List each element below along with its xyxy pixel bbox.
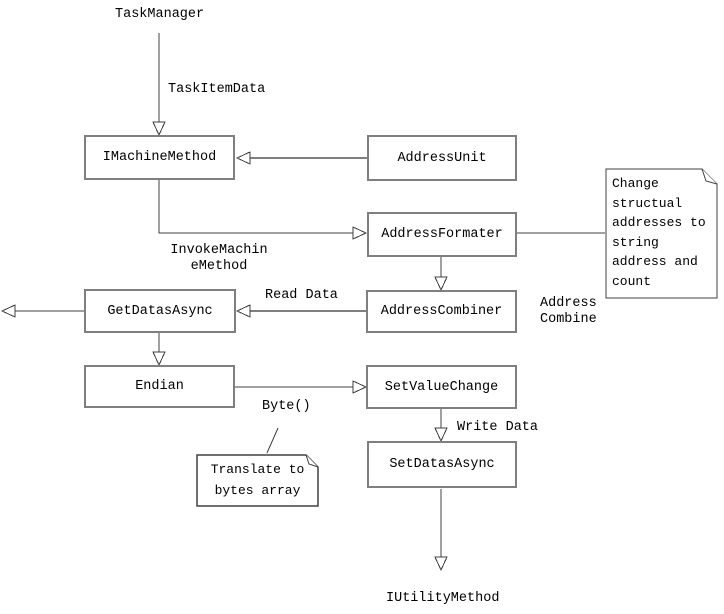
node-label: SetValueChange (384, 379, 499, 395)
arrow-down-icon (152, 351, 166, 367)
node-address-unit: AddressUnit (367, 135, 517, 181)
iutility-method-label: IUtilityMethod (386, 591, 500, 606)
address-combine-label: Address Combine (540, 296, 597, 327)
note-shape-icon (605, 168, 718, 299)
arrow-left-icon (235, 151, 251, 165)
node-address-formater: AddressFormater (367, 212, 517, 257)
node-label: GetDatasAsync (107, 303, 213, 319)
connector-addressunit-to-imachinemethod (235, 151, 367, 165)
connector-imachinemethod-to-addressformater (158, 180, 368, 240)
write-data-label: Write Data (457, 420, 539, 435)
connector-endian-to-setvaluechange (235, 380, 368, 394)
read-data-label: Read Data (265, 288, 338, 303)
node-label: AddressFormater (381, 227, 503, 242)
connector-setdatasasync-to-iutilitymethod (434, 489, 448, 572)
connector-addresscombiner-to-getdatasasync (235, 304, 366, 318)
arrow-right-icon (352, 380, 368, 394)
note-text: Translate to bytes array (210, 462, 305, 498)
node-address-combiner: AddressCombiner (366, 290, 517, 333)
connector-taskmanager-to-imachinemethod (152, 33, 166, 137)
node-label: SetDatasAsync (389, 457, 495, 472)
connector-note-to-byte (266, 427, 279, 454)
node-imachine-method: IMachineMethod (84, 135, 235, 180)
note-change-structual: Change structual addresses to string add… (605, 168, 718, 299)
arrow-down-icon (434, 427, 448, 443)
node-label: IMachineMethod (102, 150, 217, 165)
arrow-down-icon (152, 121, 166, 137)
connector-getdatasasync-to-endian (152, 333, 166, 367)
note-translate-bytes: Translate to bytes array (196, 454, 319, 507)
byte-label: Byte() (262, 399, 311, 414)
task-manager-label: TaskManager (115, 7, 205, 22)
arrow-left-icon (235, 304, 251, 318)
connector-getdatasasync-to-left (0, 304, 84, 318)
connector-setvaluechange-to-setdatasasync (434, 409, 448, 443)
note-text: Change structual addresses to string add… (612, 176, 706, 289)
connector-addressformater-to-addresscombiner (434, 257, 448, 292)
node-set-datas-async: SetDatasAsync (367, 441, 517, 488)
invoke-machine-method-label: InvokeMachin eMethod (170, 243, 268, 274)
task-item-data-label: TaskItemData (168, 82, 266, 97)
note-shape-icon (196, 454, 319, 507)
arrow-left-icon (0, 304, 16, 318)
node-endian: Endian (84, 365, 235, 408)
arrow-right-icon (352, 226, 368, 240)
arrow-down-icon (434, 276, 448, 292)
node-label: AddressCombiner (380, 304, 503, 319)
node-label: Endian (135, 379, 184, 394)
node-label: AddressUnit (397, 150, 487, 166)
node-set-value-change: SetValueChange (366, 365, 517, 409)
node-get-datas-async: GetDatasAsync (84, 289, 236, 333)
arrow-down-icon (434, 556, 448, 572)
